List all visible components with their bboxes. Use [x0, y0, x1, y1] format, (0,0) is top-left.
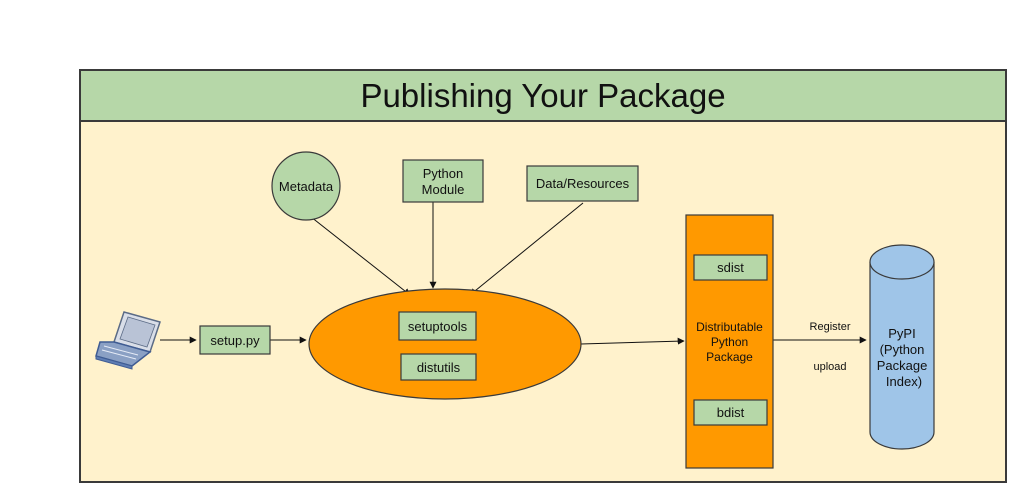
metadata-node: Metadata [271, 151, 341, 221]
python-module-box: Python Module [402, 159, 484, 203]
title-bar: Publishing Your Package [81, 71, 1005, 122]
pypi-label-line3: Package [877, 358, 928, 373]
setuptools-box [398, 311, 477, 341]
diagram-frame: Publishing Your Package [79, 69, 1007, 483]
bdist-box [693, 399, 768, 426]
python-module-label-line2: Module [422, 182, 465, 197]
package-label-line3: Package [706, 350, 753, 364]
distributable-package: sdist Distributable Python Package bdist [685, 214, 774, 469]
setuptools-label: setuptools [408, 319, 468, 334]
data-resources-box: Data/Resources [526, 165, 639, 202]
arrow-data-to-build [469, 202, 584, 296]
distutils-box [400, 353, 477, 381]
sdist-box [693, 254, 768, 281]
pypi-database-icon: PyPI (Python Package Index) [869, 244, 935, 450]
pypi-label-line1: PyPI [888, 326, 915, 341]
upload-label: upload [813, 361, 846, 373]
pypi-label-line2: (Python [880, 342, 925, 357]
package-label-line2: Python [711, 335, 748, 349]
arrow-metadata-to-build [305, 212, 411, 296]
sdist-label: sdist [717, 260, 744, 275]
build-tools-ellipse: setuptools distutils [308, 288, 582, 400]
package-label-line1: Distributable [696, 320, 763, 334]
metadata-label: Metadata [279, 179, 334, 194]
connectors [160, 202, 867, 345]
setup-py-box: setup.py [199, 325, 271, 355]
pypi-label-line4: Index) [886, 374, 922, 389]
data-resources-label: Data/Resources [536, 176, 630, 191]
distutils-label: distutils [417, 360, 461, 375]
python-module-label-line1: Python [423, 166, 463, 181]
arrow-build-to-package [580, 337, 685, 345]
laptop-icon [95, 311, 161, 370]
register-label: Register [810, 321, 851, 333]
diagram-title: Publishing Your Package [360, 76, 726, 114]
setup-py-label: setup.py [210, 333, 260, 348]
bdist-label: bdist [717, 405, 745, 420]
